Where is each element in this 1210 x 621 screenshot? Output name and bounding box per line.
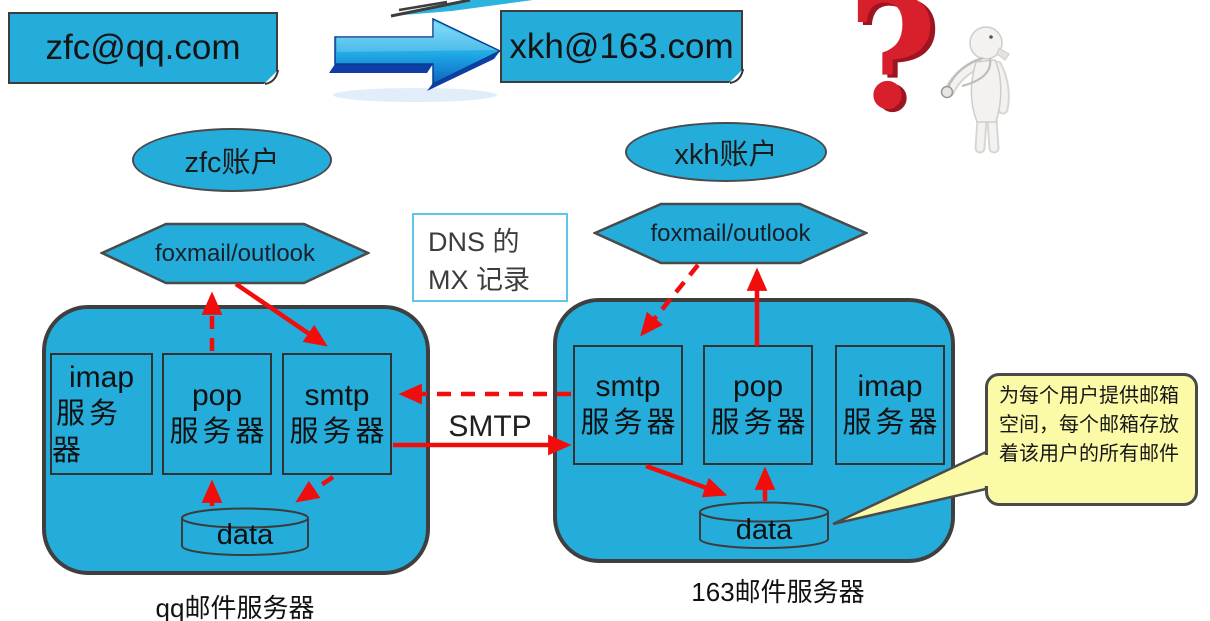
hexagon-shape-icon [593,202,868,265]
server-caption-qq: qq邮件服务器 [155,593,315,621]
service-proto-label: pop [732,370,784,403]
hexagon-shape-icon [100,222,370,285]
sender-address-box: zfc@qq.com [8,12,278,84]
service-box-smtp-left: smtp 服务器 [282,353,392,475]
service-type-label: 服务器 [169,416,269,448]
service-proto-label: smtp [304,379,370,412]
service-type-label: 服务器 [580,407,680,439]
service-box-imap-left: imap 服务器 [50,353,153,475]
account-ellipse-zfc: zfc账户 [132,128,332,192]
service-proto-label: pop [191,379,243,412]
service-proto-label: imap [68,360,135,394]
service-box-smtp-right: smtp 服务器 [573,345,683,465]
service-box-pop-left: pop 服务器 [162,353,272,475]
service-box-imap-right: imap 服务器 [835,345,945,465]
callout-note [985,373,1198,506]
service-type-label: 服务器 [52,397,123,467]
service-proto-label: smtp [595,370,661,403]
dns-mx-note: DNS 的 MX 记录 [412,213,568,302]
client-hexagon-left: foxmail/outlook [100,222,370,285]
client-label-left: foxmail/outlook [154,239,316,267]
service-proto-label: imap [857,370,923,403]
client-hexagon-right: foxmail/outlook [593,202,868,265]
recipient-address-label: xkh@163.com [509,26,734,66]
smtp-protocol-label: SMTP [448,410,532,443]
server-caption-163: 163邮件服务器 [691,577,865,607]
account-label-zfc: zfc账户 [184,147,280,179]
service-type-label: 服务器 [842,407,942,439]
dns-note-line2: MX 记录 [428,265,531,295]
service-type-label: 服务器 [289,416,389,448]
send-arrow-3d-icon [329,17,502,102]
person-figure-icon [940,26,1010,154]
sender-address-label: zfc@qq.com [45,28,241,67]
dns-note-line1: DNS 的 [428,227,520,257]
account-label-xkh: xkh账户 [674,139,778,171]
recipient-address-box: xkh@163.com [500,10,743,83]
service-type-label: 服务器 [710,407,810,439]
account-ellipse-xkh: xkh账户 [625,122,827,182]
question-mark-icon: ? [848,0,938,143]
client-label-right: foxmail/outlook [650,219,811,247]
service-box-pop-right: pop 服务器 [703,345,813,465]
